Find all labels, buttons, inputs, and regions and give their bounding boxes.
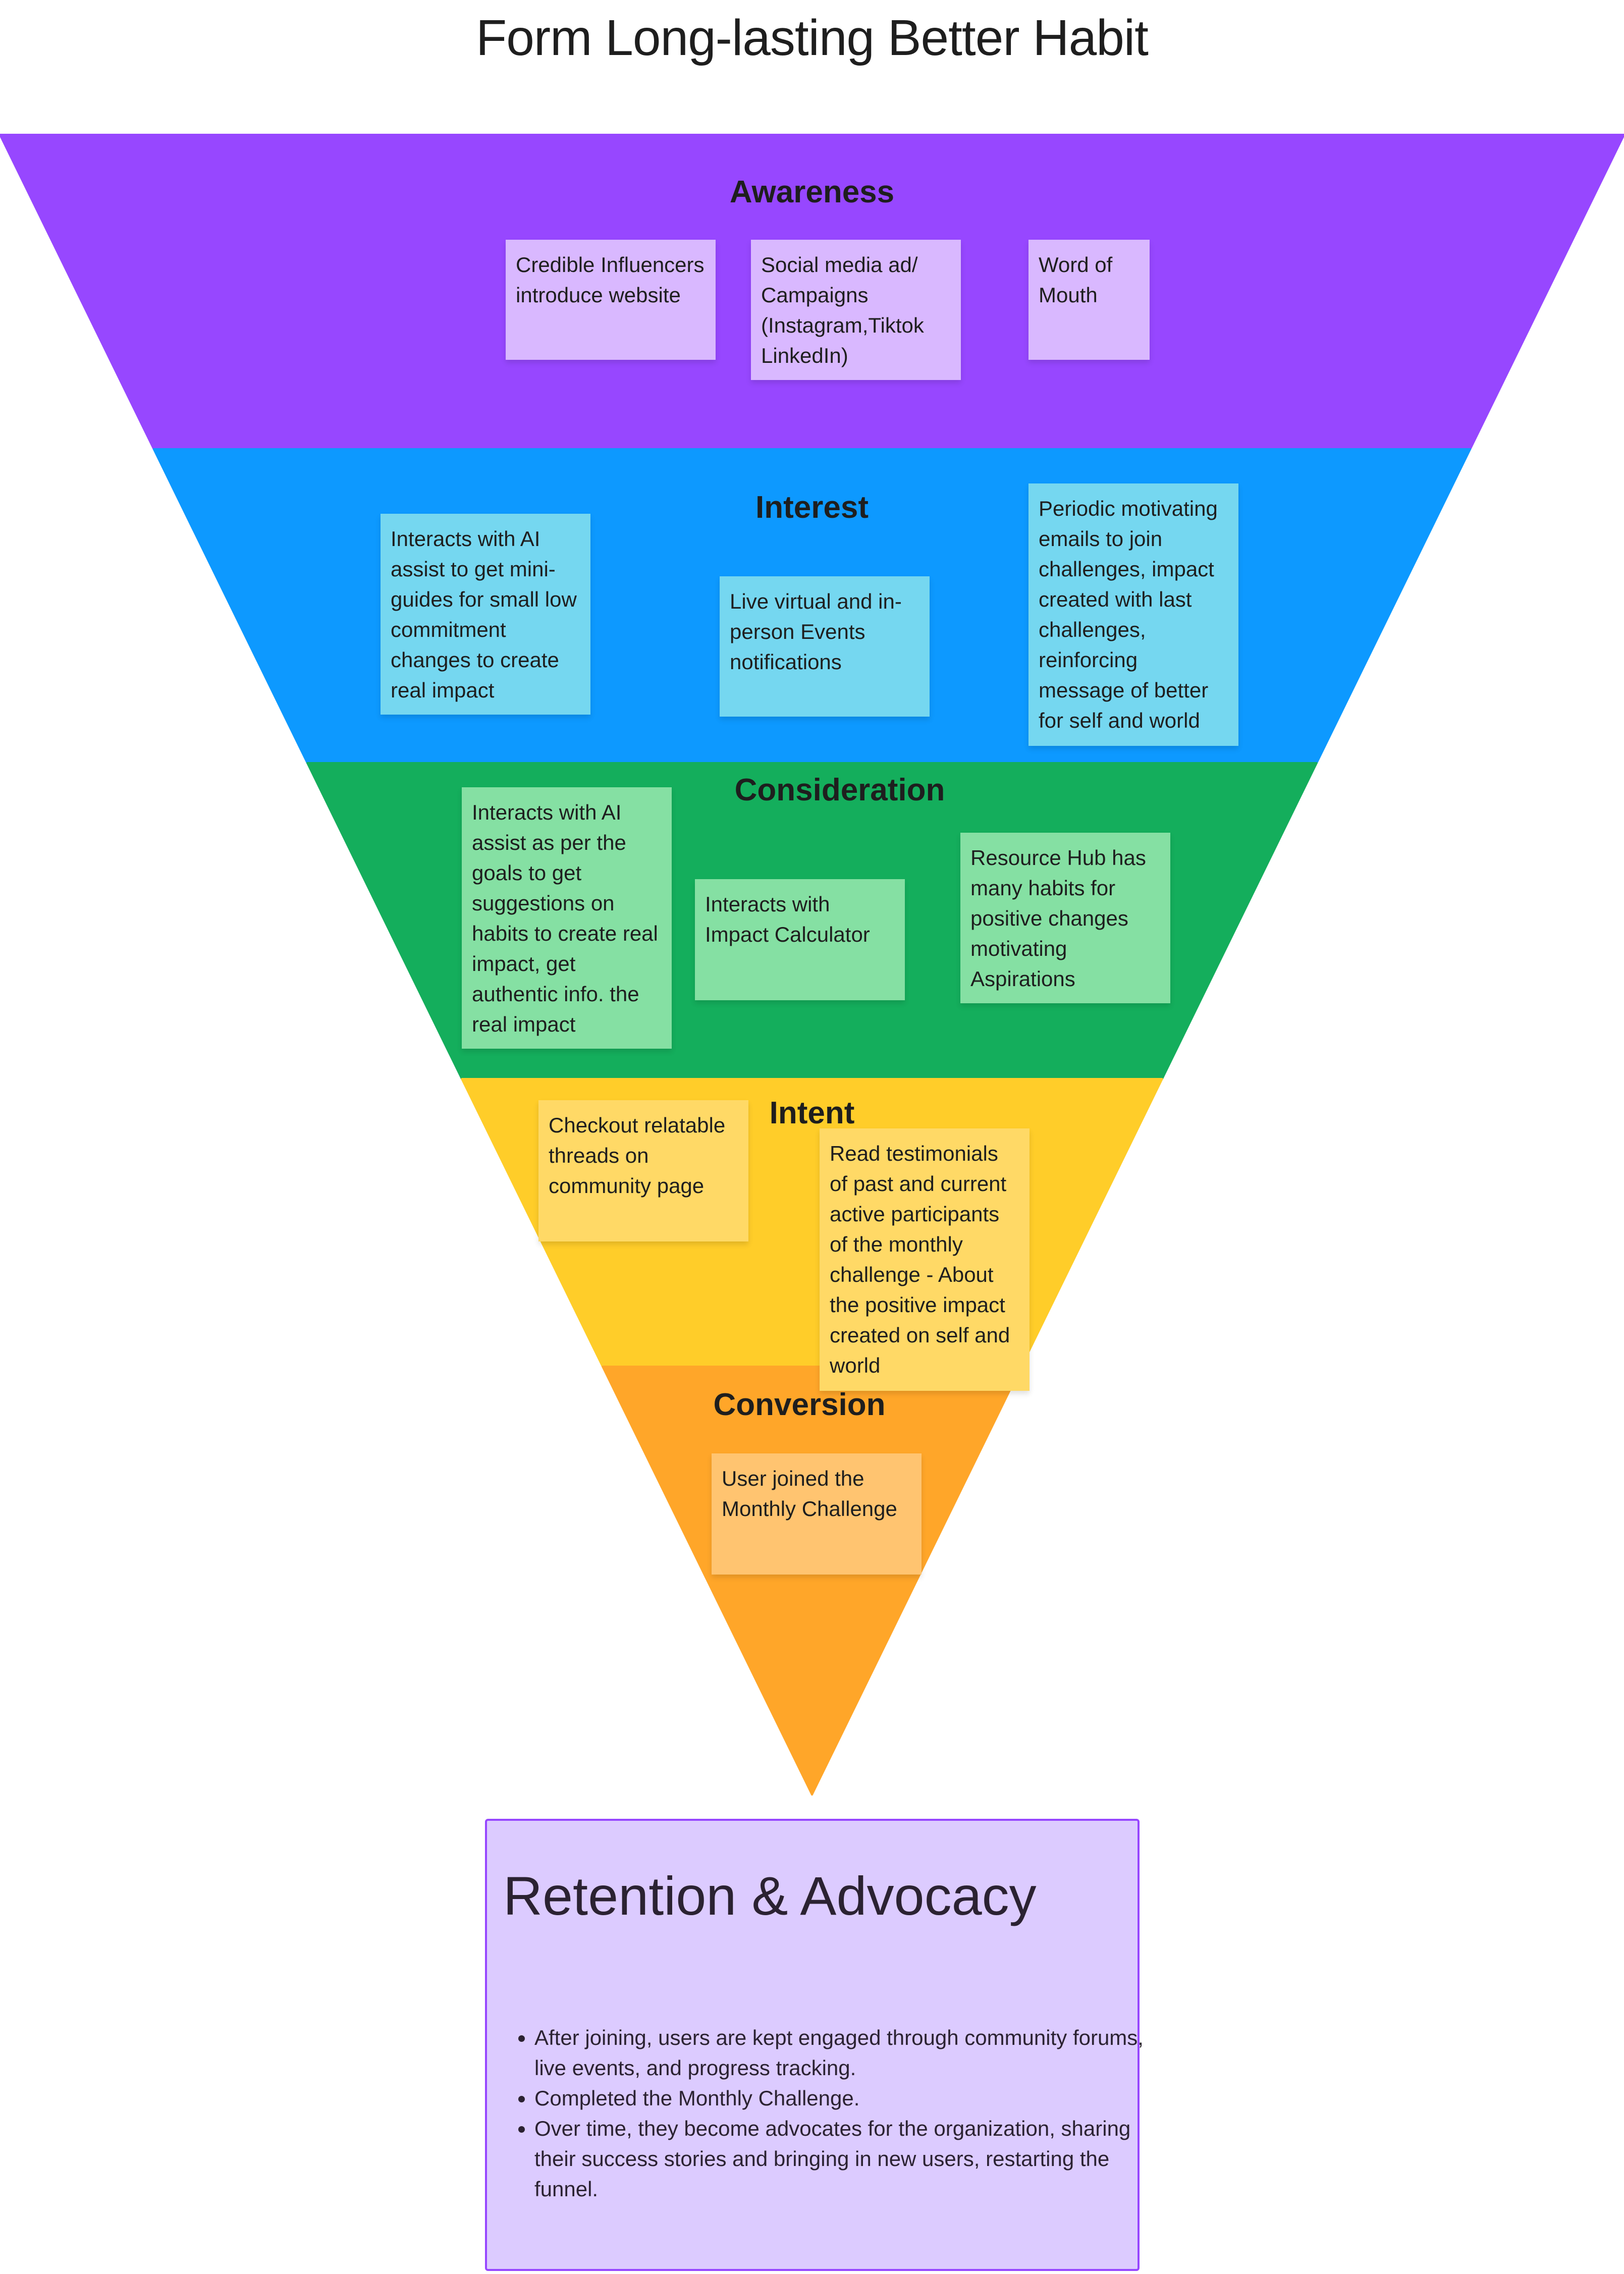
retention-bullet: Completed the Monthly Challenge. [534, 2083, 1155, 2114]
retention-title: Retention & Advocacy [503, 1865, 1037, 1926]
stage-title-awareness: Awareness [729, 175, 895, 209]
sticky-note[interactable]: Interacts with AI assist as per the goal… [462, 787, 672, 1049]
sticky-note[interactable]: Periodic motivating emails to join chall… [1028, 483, 1238, 746]
stage-title-interest: Interest [755, 490, 869, 525]
stage-title-consideration: Consideration [734, 773, 945, 807]
sticky-note[interactable]: Checkout relatable threads on community … [538, 1100, 748, 1241]
sticky-note[interactable]: Resource Hub has many habits for positiv… [960, 833, 1170, 1003]
page-title: Form Long-lasting Better Habit [476, 10, 1149, 66]
retention-advocacy-card[interactable]: Retention & Advocacy After joining, user… [485, 1819, 1144, 2271]
sticky-note[interactable]: Credible Influencers introduce website [506, 240, 716, 360]
retention-bullet: After joining, users are kept engaged th… [534, 2023, 1155, 2083]
sticky-note[interactable]: Interacts with Impact Calculator [695, 879, 905, 1000]
retention-bullet: Over time, they become advocates for the… [534, 2114, 1155, 2204]
sticky-note[interactable]: Social media ad/ Campaigns (Instagram,Ti… [751, 240, 961, 380]
stage-title-conversion: Conversion [713, 1387, 886, 1422]
sticky-note[interactable]: Read testimonials of past and current ac… [820, 1128, 1030, 1391]
stage-title-intent: Intent [769, 1096, 855, 1130]
sticky-note[interactable]: Live virtual and in-person Events notifi… [720, 576, 930, 717]
sticky-note[interactable]: Interacts with AI assist to get mini-gui… [381, 514, 590, 715]
sticky-note[interactable]: User joined the Monthly Challenge [712, 1453, 922, 1575]
funnel-band-conversion[interactable] [602, 1366, 1022, 1796]
retention-bullet-list: After joining, users are kept engaged th… [503, 2023, 1155, 2204]
sticky-note[interactable]: Word of Mouth [1028, 240, 1150, 360]
